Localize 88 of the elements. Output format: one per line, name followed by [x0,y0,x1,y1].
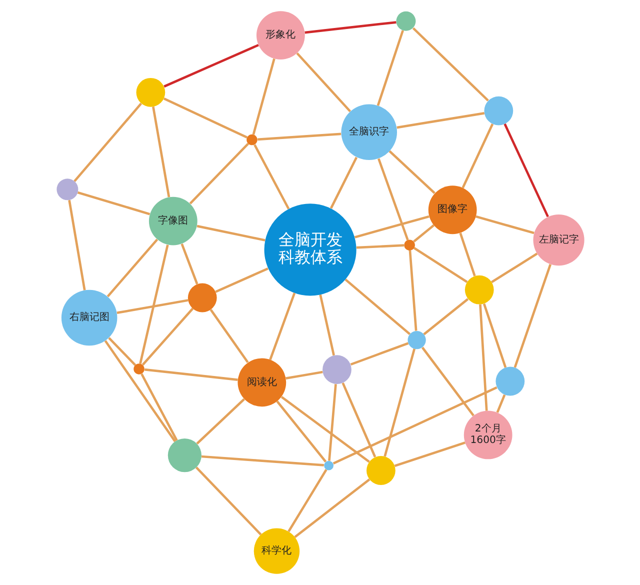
connector [287,469,327,532]
connector [152,106,170,198]
connector [304,21,396,34]
node-circle [404,240,414,250]
connector [195,466,262,536]
node-circle [407,330,426,350]
connector [413,247,468,283]
connector [394,441,465,468]
connector [408,250,417,331]
node-circle: 阅读化 [237,358,286,407]
connector [104,340,176,442]
connector [144,368,238,381]
connector [482,303,506,368]
node-circle: 全脑识字 [340,104,396,160]
connector [318,294,334,356]
node-circle [366,456,395,485]
connector [344,278,410,336]
connector [141,308,194,366]
node-circle [187,283,216,312]
node-circle [136,78,165,107]
connector [412,27,488,102]
node-circle [464,275,494,304]
connector [377,158,408,240]
node-circle: 右脑记图 [60,290,117,346]
connector [268,292,296,360]
connector [106,238,158,298]
connector [376,30,404,106]
connector [73,102,142,182]
connector [383,348,416,457]
node-circle: 全脑开发科教体系 [264,204,356,296]
connector [162,98,248,139]
connector [475,215,534,234]
node-circle [322,355,351,384]
node-circle [56,178,78,200]
connector [180,243,198,284]
node-circle: 左脑记字 [532,214,584,266]
connector [196,224,265,242]
connector [276,400,326,462]
connector [285,370,322,380]
connector [461,123,494,188]
connector [252,58,275,135]
connector [108,337,136,366]
connector [422,298,468,336]
node-circle: 图像字 [428,186,476,234]
node-circle [167,438,201,472]
node-circle [246,134,257,146]
connector [296,52,351,112]
connector [280,396,370,463]
node-circle: 科学化 [253,528,300,574]
node-circle [484,96,513,126]
connector [412,224,434,242]
connector [478,304,488,411]
connector [163,44,258,88]
connector [329,156,358,209]
connector [458,232,476,276]
node-circle: 2个月1600字 [463,410,512,460]
node-circle: 字像图 [148,196,197,246]
connector [341,382,376,458]
connector [253,144,290,210]
connector [332,386,497,464]
connector [294,478,370,538]
node-circle [324,460,333,470]
connector [188,142,249,204]
node-circle: 形象化 [256,11,304,60]
node-circle [396,11,416,31]
connector [496,394,506,413]
connector [214,267,268,293]
connector [76,191,150,216]
node-circle [133,364,144,374]
connector [68,200,86,290]
connector [138,244,168,364]
connector [503,123,548,218]
connector [350,342,408,366]
connector [196,398,244,445]
node-circle [495,366,524,396]
connector [396,112,484,129]
connector [200,455,324,466]
connector [140,373,178,441]
connector [490,252,538,284]
connector [513,264,552,368]
connector [388,150,435,194]
connector [420,346,474,416]
connector [356,244,404,249]
connector [209,309,248,364]
connector [116,299,188,314]
connector [354,215,429,238]
connector [257,132,341,141]
connector [328,384,336,461]
